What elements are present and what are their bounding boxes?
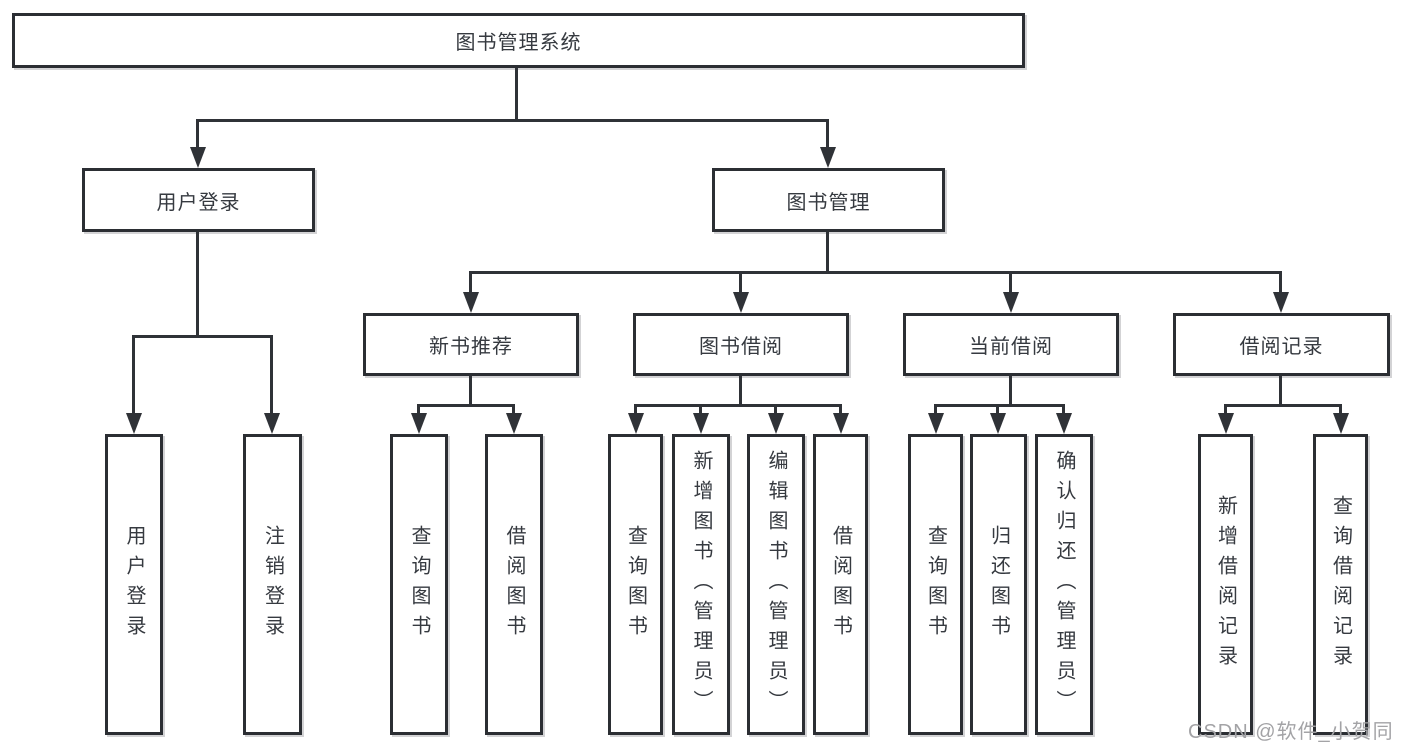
connector-horizontal-line [469, 271, 1282, 274]
node-current-return-book: 归还图书 [970, 434, 1027, 735]
connector-vertical-line [1279, 376, 1282, 406]
connector-horizontal-line [132, 335, 273, 338]
arrow-down-icon [768, 413, 784, 434]
node-label: 新书推荐 [429, 336, 513, 358]
connector-horizontal-line [634, 404, 842, 407]
node-new-book-recommend: 新书推荐 [363, 313, 579, 376]
node-label: 图书管理 [786, 191, 871, 214]
connector-vertical-line [132, 335, 135, 415]
connector-vertical-line [270, 335, 273, 415]
connector-vertical-line [1339, 404, 1342, 416]
connector-vertical-line [196, 119, 199, 150]
arrow-down-icon [506, 413, 522, 434]
node-user-login-operation: 用户登录 [105, 434, 163, 735]
node-logout-operation: 注销登录 [243, 434, 302, 735]
node-label: 查询图书 [924, 524, 947, 645]
connector-vertical-line [996, 404, 999, 416]
arrow-down-icon [1333, 413, 1349, 434]
connector-vertical-line [1224, 404, 1227, 416]
connector-vertical-line [469, 376, 472, 406]
connector-vertical-line [1062, 404, 1065, 416]
node-label: 借阅图书 [829, 524, 852, 645]
connector-vertical-line [512, 404, 515, 416]
arrow-down-icon [1003, 292, 1019, 313]
watermark: CSDN @软件_小贺同学 [1188, 721, 1394, 743]
node-label: 查询图书 [624, 524, 647, 645]
node-borrowing-records: 借阅记录 [1173, 313, 1390, 376]
node-label: 当前借阅 [969, 336, 1053, 358]
arrow-down-icon [928, 413, 944, 434]
connector-vertical-line [1009, 271, 1012, 295]
node-label: 归还图书 [987, 524, 1010, 645]
connector-vertical-line [1009, 376, 1012, 406]
connector-horizontal-line [1224, 404, 1342, 407]
node-label: 用户登录 [156, 191, 241, 214]
connector-horizontal-line [196, 119, 829, 122]
node-book-borrowing: 图书借阅 [633, 313, 849, 376]
node-current-query-book: 查询图书 [908, 434, 963, 735]
connector-vertical-line [826, 119, 829, 150]
node-label: 借阅记录 [1239, 336, 1324, 358]
connector-vertical-line [515, 68, 518, 122]
node-book-management: 图书管理 [712, 168, 945, 232]
node-label: 编辑图书（管理员） [765, 449, 787, 720]
arrow-down-icon [693, 413, 709, 434]
node-current-confirm-return-admin: 确认归还（管理员） [1035, 434, 1093, 735]
arrow-down-icon [190, 147, 206, 168]
connector-vertical-line [699, 404, 702, 416]
connector-vertical-line [739, 376, 742, 406]
node-recommend-query-book: 查询图书 [390, 434, 448, 735]
node-label: 新增借阅记录 [1214, 494, 1237, 675]
arrow-down-icon [463, 292, 479, 313]
connector-vertical-line [826, 232, 829, 273]
arrow-down-icon [1273, 292, 1289, 313]
node-records-add-borrow-record: 新增借阅记录 [1198, 434, 1253, 735]
arrow-down-icon [1218, 413, 1234, 434]
connector-horizontal-line [417, 404, 515, 407]
node-label: 借阅图书 [503, 524, 525, 645]
connector-vertical-line [839, 404, 842, 416]
node-current-borrowing: 当前借阅 [903, 313, 1119, 376]
node-label: 图书借阅 [699, 336, 783, 358]
node-borrowing-query-book: 查询图书 [608, 434, 663, 735]
node-label: 图书管理系统 [455, 32, 582, 54]
arrow-down-icon [990, 413, 1006, 434]
arrow-down-icon [264, 413, 280, 434]
arrow-down-icon [733, 292, 749, 313]
node-borrowing-borrow-book: 借阅图书 [813, 434, 868, 735]
connector-vertical-line [469, 271, 472, 295]
connector-vertical-line [196, 232, 199, 337]
arrow-down-icon [411, 413, 427, 434]
connector-vertical-line [417, 404, 420, 416]
arrow-down-icon [820, 147, 836, 168]
connector-horizontal-line [934, 404, 1065, 407]
node-label: 注销登录 [261, 524, 284, 645]
node-user-login: 用户登录 [82, 168, 315, 232]
node-records-query-borrow-record: 查询借阅记录 [1313, 434, 1368, 735]
node-label: 用户登录 [123, 524, 145, 645]
arrow-down-icon [833, 413, 849, 434]
arrow-down-icon [126, 413, 142, 434]
node-borrowing-add-book-admin: 新增图书（管理员） [672, 434, 730, 735]
arrow-down-icon [1056, 413, 1072, 434]
node-label: 查询图书 [408, 524, 430, 645]
arrow-down-icon [628, 413, 644, 434]
connector-vertical-line [1279, 271, 1282, 295]
node-label: 新增图书（管理员） [690, 449, 712, 720]
node-recommend-borrow-book: 借阅图书 [485, 434, 543, 735]
connector-vertical-line [634, 404, 637, 416]
node-label: 查询借阅记录 [1329, 494, 1352, 675]
connector-vertical-line [934, 404, 937, 416]
node-book-management-system: 图书管理系统 [12, 13, 1025, 68]
node-label: 确认归还（管理员） [1053, 449, 1075, 720]
node-borrowing-edit-book-admin: 编辑图书（管理员） [747, 434, 805, 735]
connector-vertical-line [739, 271, 742, 295]
connector-vertical-line [774, 404, 777, 416]
